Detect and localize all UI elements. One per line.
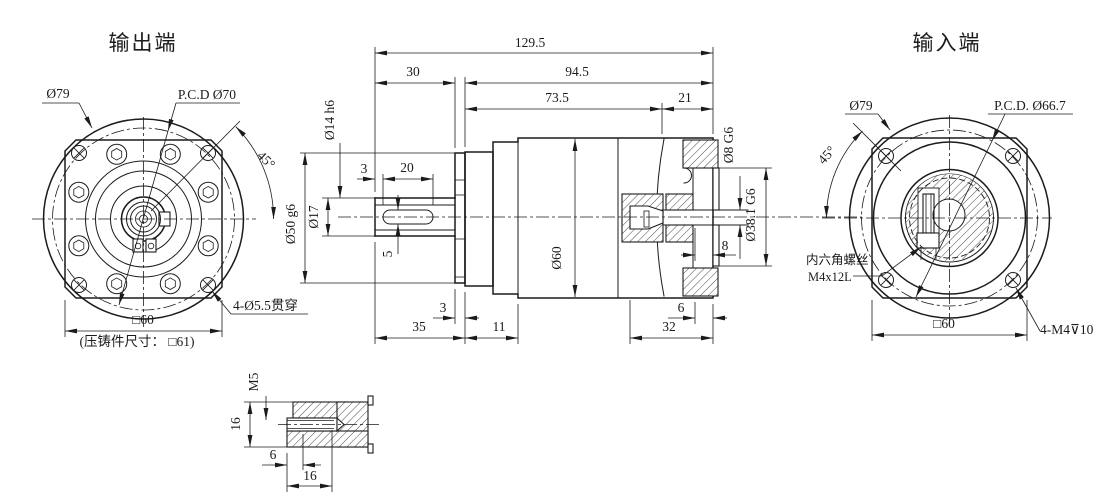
dim-shaft-diameter: Ø17 — [306, 205, 321, 228]
dim-total-length: 129.5 — [515, 35, 546, 50]
output-casting-note: (压铸件尺寸： □61) — [79, 334, 194, 349]
section-body — [492, 137, 714, 299]
dim-input-bore: Ø8 G6 — [721, 127, 736, 164]
section-input-spigot-top — [712, 167, 720, 211]
dim-flange-thickness: 11 — [493, 319, 506, 334]
input-end-title: 输入端 — [913, 31, 982, 55]
dim-shaft-tip-diameter: Ø14 h6 — [322, 100, 337, 140]
input-end-view: 输入端 — [806, 31, 1094, 341]
section-dimensions: 129.5 30 94.5 73.5 21 3 20 5 — [283, 35, 772, 344]
input-pcd-dim: P.C.D. Ø66.7 — [915, 98, 1073, 298]
shaft-end-detail-view: M5 16 6 16 — [228, 372, 382, 492]
dim-front-step: 3 — [440, 300, 447, 315]
dim-body-diameter: Ø60 — [549, 246, 564, 269]
output-through-holes-label: 4-Ø5.5贯穿 — [233, 298, 298, 313]
dim-body-length: 94.5 — [565, 64, 589, 79]
input-pcd-circle — [861, 129, 1038, 307]
output-pcd-label: P.C.D Ø70 — [178, 87, 236, 102]
dim-front-length: 35 — [412, 319, 426, 334]
input-tapped-holes-label: 4-M4⊽10 — [1040, 322, 1094, 337]
output-square-dim: □60 — [64, 300, 223, 337]
dim-pilot-diameter: Ø50 g6 — [283, 204, 298, 244]
dim-key-offset: 3 — [361, 161, 368, 176]
input-pcd-label: P.C.D. Ø66.7 — [994, 98, 1066, 113]
detail-bottom — [286, 430, 369, 448]
input-bore-circle — [932, 198, 966, 232]
output-pcd-circle — [52, 127, 235, 311]
output-angle-dim: 45° — [150, 120, 278, 220]
input-screw-note-line1: 内六角螺丝 — [806, 253, 869, 267]
input-flange-dia-label: Ø79 — [849, 98, 872, 113]
input-square-label: □60 — [933, 316, 955, 331]
dim-shaft-length: 30 — [406, 64, 420, 79]
output-pcd-dim: P.C.D Ø70 — [118, 87, 240, 306]
dim-key-width: 5 — [380, 250, 395, 257]
input-square-dim: □60 — [871, 300, 1028, 341]
dim-gearbox-length: 73.5 — [545, 90, 569, 105]
input-angle-label: 45° — [815, 143, 839, 167]
section-rear-cover — [682, 139, 720, 297]
input-tapped-holes-note: 4-M4⊽10 — [1015, 287, 1094, 337]
dim-hole-depth: 16 — [303, 468, 317, 483]
input-screw-note: 内六角螺丝 M4x12L — [806, 246, 922, 284]
section-coupling — [621, 193, 694, 243]
output-flange-dia-label: Ø79 — [46, 86, 69, 101]
dim-key-length: 20 — [400, 160, 414, 175]
output-end-title: 输出端 — [109, 31, 178, 55]
input-screw-note-line2: M4x12L — [808, 270, 852, 284]
input-flange-dia-dim: Ø79 — [845, 98, 891, 131]
dim-thread: M5 — [246, 372, 261, 391]
output-through-holes-note: 4-Ø5.5贯穿 — [211, 290, 308, 315]
output-end-view: 输出端 — [32, 31, 308, 349]
output-flange-dia-dim: Ø79 — [42, 86, 93, 129]
section-pilot-boss — [454, 152, 466, 284]
output-angle-label: 45° — [254, 148, 278, 172]
dim-input-spigot: Ø38.1 G6 — [743, 188, 758, 241]
output-square-label: □60 — [132, 312, 154, 327]
section-flange-plate — [464, 151, 494, 287]
section-view: 129.5 30 94.5 73.5 21 3 20 5 — [283, 35, 862, 344]
section-input-spigot-bottom — [712, 224, 720, 267]
dim-spigot-step: 6 — [678, 300, 685, 315]
dim-input-flange-length: 21 — [678, 90, 692, 105]
dim-shaft-height: 16 — [228, 417, 243, 431]
detail-dimensions: M5 16 6 16 — [228, 372, 333, 492]
dim-input-section-length: 32 — [662, 319, 676, 334]
output-flange-square — [64, 139, 223, 299]
dim-thread-pilot-depth: 6 — [270, 447, 277, 462]
dim-spigot-depth: 8 — [722, 238, 729, 253]
